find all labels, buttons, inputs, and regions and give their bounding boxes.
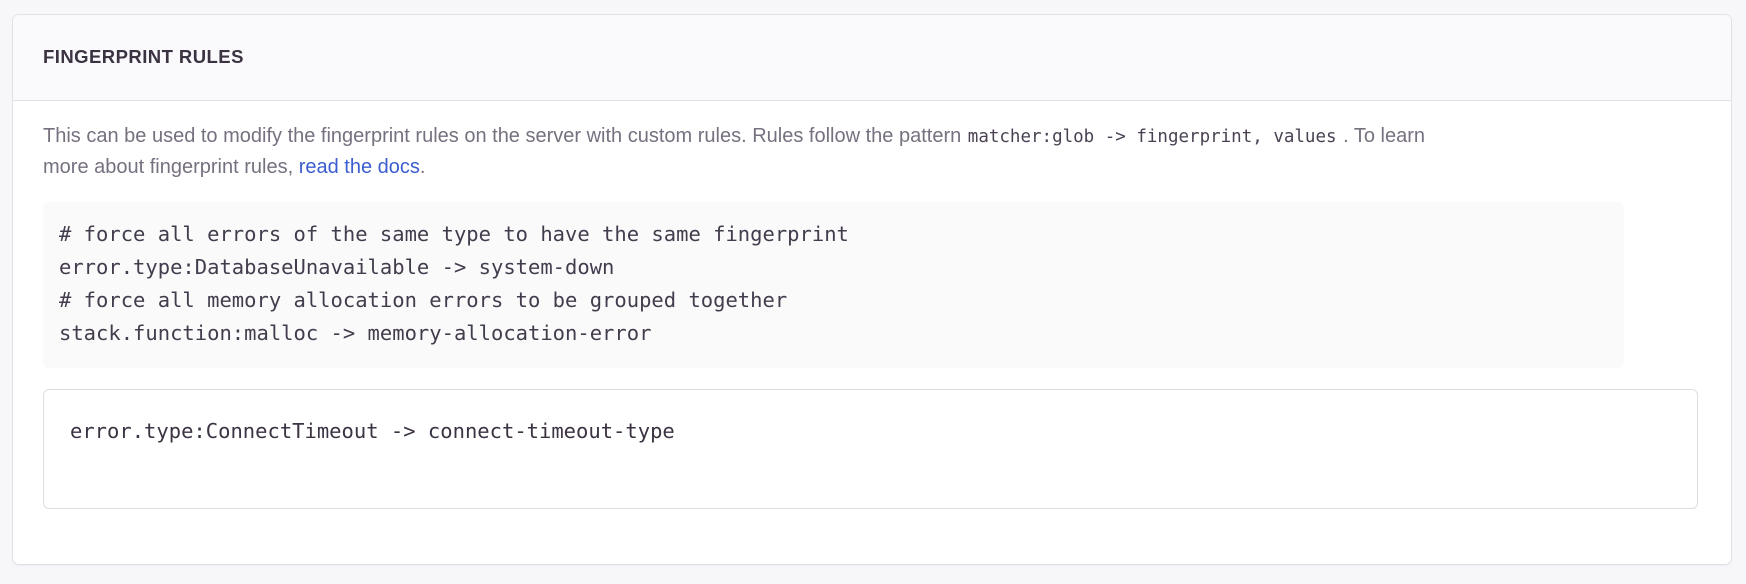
panel-header: FINGERPRINT RULES xyxy=(13,15,1731,101)
example-rule-line: # force all errors of the same type to h… xyxy=(59,222,849,246)
read-the-docs-link[interactable]: read the docs xyxy=(298,156,420,178)
description-part-2: . To learn more about fingerprint rules, xyxy=(43,125,1426,178)
example-rule-line: stack.function:malloc -> memory-allocati… xyxy=(59,321,652,345)
inline-code-pattern: matcher:glob -> fingerprint, values xyxy=(967,127,1337,147)
page-title: FINGERPRINT RULES xyxy=(43,46,244,68)
description-text: This can be used to modify the fingerpri… xyxy=(43,121,1463,182)
fingerprint-rules-textarea[interactable] xyxy=(43,389,1698,509)
fingerprint-rules-panel: FINGERPRINT RULES This can be used to mo… xyxy=(12,14,1732,565)
example-rule-line: error.type:DatabaseUnavailable -> system… xyxy=(59,255,615,279)
panel-body: This can be used to modify the fingerpri… xyxy=(13,101,1731,509)
description-part-3: . xyxy=(419,156,426,178)
description-part-1: This can be used to modify the fingerpri… xyxy=(43,125,967,147)
example-rules-code-block: # force all errors of the same type to h… xyxy=(43,202,1624,368)
example-rule-line: # force all memory allocation errors to … xyxy=(59,288,788,312)
